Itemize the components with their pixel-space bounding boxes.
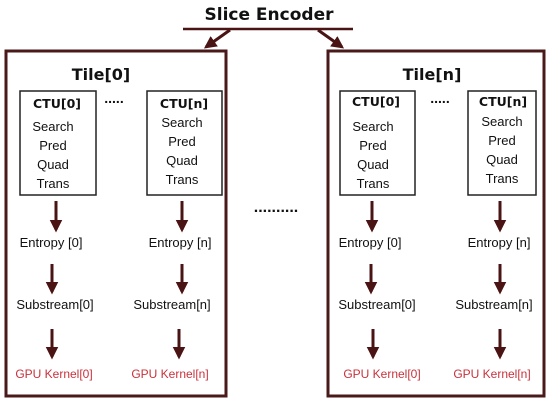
ctu-stage-trans: Trans xyxy=(37,176,70,191)
ctu-label: CTU[n] xyxy=(160,96,208,111)
gpu-kernel-label: GPU Kernel[0] xyxy=(15,367,92,381)
substream-label: Substream[n] xyxy=(455,297,532,312)
ctu-stage-pred: Pred xyxy=(39,138,66,153)
ctu-box xyxy=(467,90,537,196)
tile-n-ctu-ellipsis: ..... xyxy=(430,90,449,106)
tile-0-frame xyxy=(4,49,228,398)
gpu-kernel-label: GPU Kernel[n] xyxy=(131,367,208,381)
ctu-label: CTU[n] xyxy=(479,94,527,109)
tile-0-ctu-ellipsis: ..... xyxy=(104,90,123,106)
ctu-stage-search: Search xyxy=(352,119,393,134)
entropy-label: Entropy [n] xyxy=(468,235,531,250)
entropy-label: Entropy [n] xyxy=(149,235,212,250)
ctu-stage-pred: Pred xyxy=(488,133,515,148)
arrow-to-tile-n xyxy=(317,28,345,49)
tile-n-label: Tile[n] xyxy=(403,65,462,84)
ctu-stage-trans: Trans xyxy=(357,176,390,191)
gpu-kernel-label: GPU Kernel[0] xyxy=(343,367,420,381)
entropy-label: Entropy [0] xyxy=(339,235,402,250)
ctu-stage-search: Search xyxy=(161,115,202,130)
ctu-stage-trans: Trans xyxy=(166,172,199,187)
ctu-box xyxy=(19,90,97,196)
ctu-stage-pred: Pred xyxy=(359,138,386,153)
ctu-stage-quad: Quad xyxy=(486,152,518,167)
ctu-stage-search: Search xyxy=(32,119,73,134)
ctu-stage-quad: Quad xyxy=(357,157,389,172)
substream-label: Substream[n] xyxy=(133,297,210,312)
arrow-to-tile-0 xyxy=(203,28,231,49)
entropy-label: Entropy [0] xyxy=(20,235,83,250)
ctu-stage-trans: Trans xyxy=(486,171,519,186)
between-tiles-ellipsis: .......... xyxy=(254,199,298,216)
ctu-stage-quad: Quad xyxy=(166,153,198,168)
slice-encoder-title: Slice Encoder xyxy=(205,5,335,25)
tile-0-label: Tile[0] xyxy=(72,65,131,84)
ctu-box xyxy=(146,90,223,196)
ctu-stage-search: Search xyxy=(481,114,522,129)
tile-n-frame xyxy=(326,49,546,398)
ctu-stage-pred: Pred xyxy=(168,134,195,149)
ctu-stage-quad: Quad xyxy=(37,157,69,172)
substream-label: Substream[0] xyxy=(338,297,415,312)
gpu-kernel-label: GPU Kernel[n] xyxy=(453,367,530,381)
ctu-label: CTU[0] xyxy=(33,96,81,111)
ctu-box xyxy=(339,90,416,196)
substream-label: Substream[0] xyxy=(16,297,93,312)
ctu-label: CTU[0] xyxy=(352,94,400,109)
